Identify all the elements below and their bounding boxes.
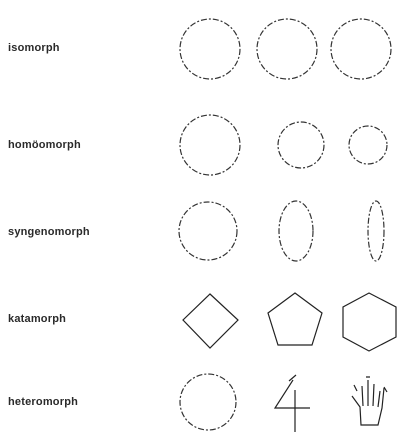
isomorph-circle-3 [331,19,391,79]
syngenomorph-circle [179,202,237,260]
katamorph-diamond [183,294,238,348]
syngenomorph-ellipse-narrow [368,201,384,261]
syngenomorph-ellipse-medium [279,201,313,261]
heteromorph-circle [180,374,236,430]
katamorph-pentagon [268,293,322,345]
isomorph-circle-1 [180,19,240,79]
homoomorph-circle-large [180,115,240,175]
homoomorph-circle-small [349,126,387,164]
katamorph-hexagon [343,293,396,351]
isomorph-circle-2 [257,19,317,79]
heteromorph-hand-figure [352,377,387,425]
homoomorph-circle-medium [278,122,324,168]
heteromorph-four-figure [275,375,310,432]
